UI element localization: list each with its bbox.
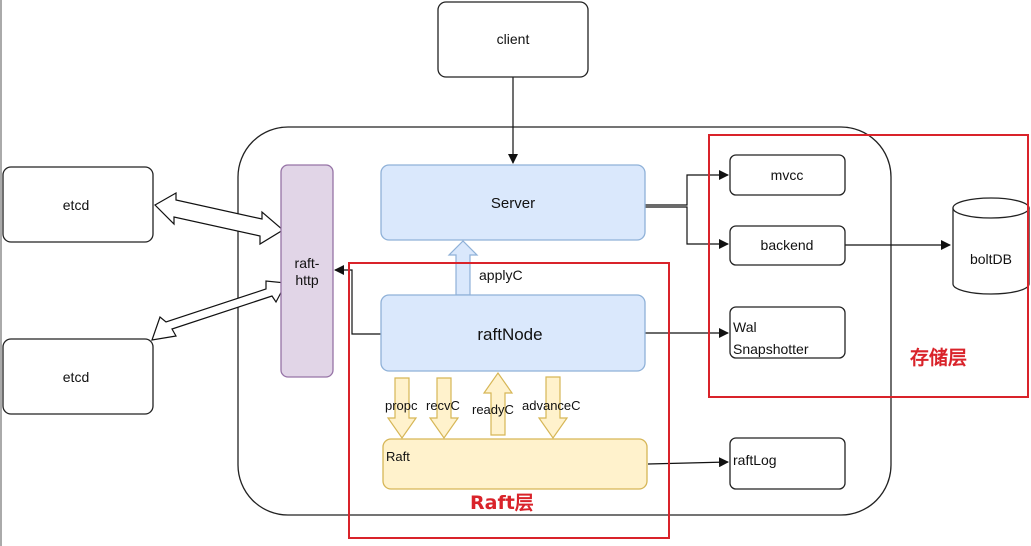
recvc-arrow — [428, 377, 460, 440]
server-box — [380, 164, 646, 241]
server-to-mvcc-connector — [645, 170, 729, 206]
mvcc-box — [729, 154, 846, 196]
raftnode-label: raftNode — [477, 325, 542, 344]
boltdb-cylinder — [952, 197, 1030, 295]
raftlog-box — [729, 437, 846, 490]
etcd-peer-label-bottom: etcd — [63, 369, 89, 385]
readyc-label: readyC — [472, 402, 514, 417]
recvc-label: recvC — [426, 398, 460, 413]
server-label: Server — [491, 195, 535, 212]
applyc-arrow — [447, 240, 479, 296]
propc-label: propc — [385, 398, 418, 413]
wal-label-line1: Wal — [733, 319, 757, 335]
applyc-label: applyC — [479, 267, 523, 283]
raftnode-to-rafthttp-connector — [334, 265, 381, 335]
raftlog-label: raftLog — [733, 452, 777, 468]
advancec-arrow — [537, 376, 569, 440]
wal-snapshotter-box — [729, 306, 846, 359]
storage-layer-label: 存储层 — [910, 346, 967, 369]
advancec-label: advanceC — [522, 398, 581, 413]
readyc-arrow — [482, 371, 514, 436]
wal-label-line2: Snapshotter — [733, 341, 809, 357]
etcd-peer-box-top — [2, 166, 154, 243]
raft-to-raftlog-connector — [647, 457, 729, 468]
raftnode-box — [380, 294, 646, 372]
raft-layer-highlight — [348, 262, 670, 539]
backend-label: backend — [761, 237, 814, 253]
propc-arrow — [386, 377, 418, 440]
raft-layer-label: Raft层 — [470, 492, 534, 514]
rafthttp-box — [280, 164, 334, 378]
backend-box — [729, 225, 846, 266]
client-box — [437, 1, 589, 78]
rafthttp-label-line2: http — [295, 272, 319, 288]
etcd-peer-box-bottom — [2, 338, 154, 415]
rafthttp-label-line1: raft- — [295, 255, 320, 271]
boltdb-label: boltDB — [970, 251, 1012, 267]
raft-box — [382, 438, 648, 490]
client-label: client — [497, 31, 530, 47]
storage-layer-highlight — [708, 134, 1029, 398]
raft-label: Raft — [386, 449, 410, 464]
mvcc-label: mvcc — [771, 167, 804, 183]
server-to-backend-connector — [645, 206, 729, 249]
etcd-peer-label-top: etcd — [63, 197, 89, 213]
